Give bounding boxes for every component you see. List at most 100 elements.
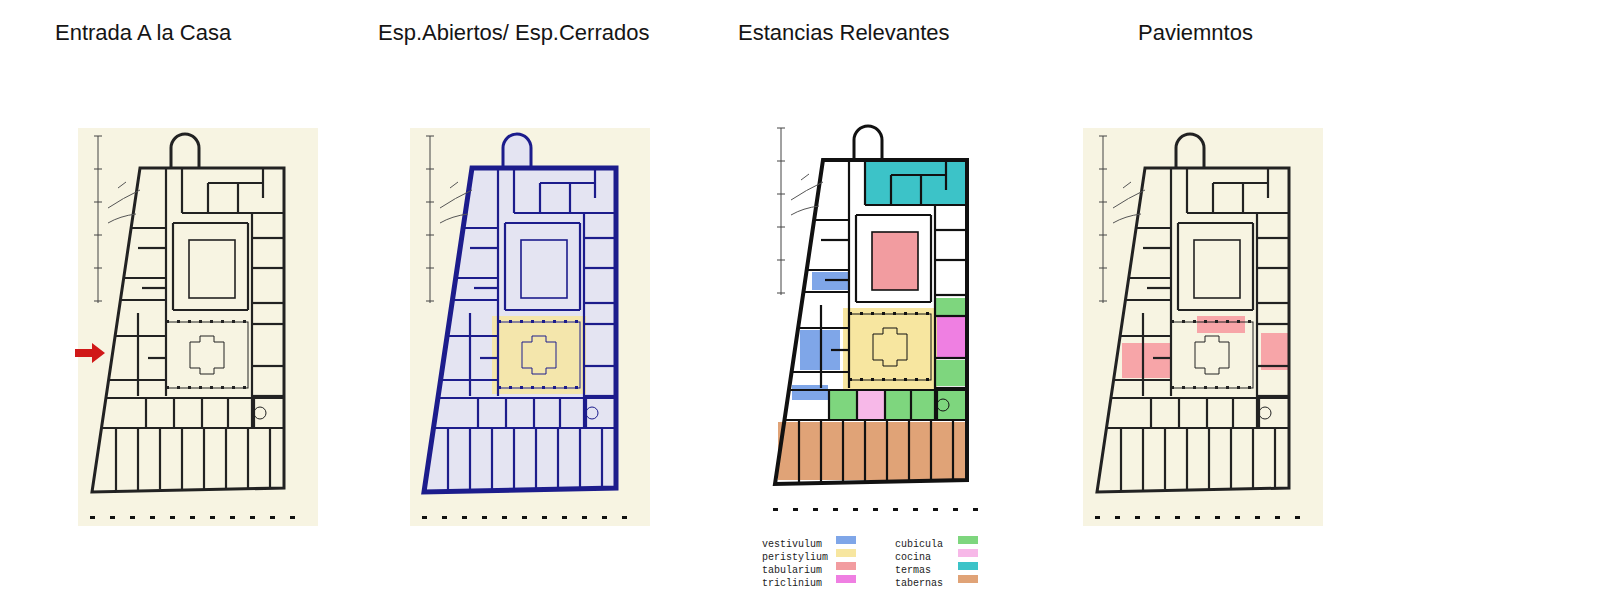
inner-wall	[252, 323, 284, 325]
inner-wall	[203, 428, 205, 489]
plan-paper	[1083, 128, 1323, 526]
inner-wall	[1206, 398, 1208, 428]
fountain	[190, 336, 224, 374]
inner-wall	[930, 420, 932, 480]
scale-tick	[777, 161, 785, 162]
inner-wall	[798, 420, 800, 482]
column	[1248, 320, 1251, 323]
column	[166, 386, 169, 389]
inner-wall	[208, 182, 263, 184]
inner-wall	[584, 302, 616, 304]
panel-title: Paviemntos	[1138, 20, 1253, 46]
column	[199, 320, 202, 323]
inner-wall	[864, 420, 866, 481]
inner-wall	[601, 428, 603, 488]
fountain	[873, 328, 907, 366]
apse-floor	[171, 134, 199, 168]
legend-swatch	[836, 549, 856, 557]
inner-wall	[505, 398, 507, 428]
inner-wall	[535, 428, 537, 489]
dash-mark	[1175, 516, 1180, 519]
site-lines	[440, 182, 472, 223]
dash-mark	[773, 508, 778, 511]
inner-wall	[842, 420, 844, 481]
inner-wall	[1252, 428, 1254, 488]
column	[188, 386, 191, 389]
inner-wall	[172, 223, 174, 310]
inner-wall	[469, 313, 471, 396]
column	[926, 378, 929, 381]
room-fill	[778, 422, 967, 480]
room-fill	[937, 317, 965, 358]
legend-text: tabularium	[762, 565, 822, 576]
legend-text: cubicula	[895, 539, 943, 550]
column	[1171, 386, 1174, 389]
inner-wall	[1257, 323, 1289, 325]
legend-swatch	[836, 536, 856, 544]
legend-text: termas	[895, 565, 931, 576]
dash-mark	[482, 516, 487, 519]
outer-wall	[92, 168, 284, 492]
dash-mark	[873, 508, 878, 511]
scale-tick	[1099, 136, 1107, 137]
well	[586, 407, 598, 419]
inner-wall	[1208, 428, 1210, 489]
inner-wall	[886, 420, 888, 481]
inner-wall	[115, 428, 117, 490]
column	[221, 386, 224, 389]
scale-tick	[94, 301, 102, 302]
dash-mark	[250, 516, 255, 519]
inner-wall	[513, 168, 515, 213]
room-fill	[812, 272, 850, 290]
inner-wall	[201, 398, 203, 428]
legend-swatch	[958, 575, 978, 583]
inner-wall	[514, 212, 616, 214]
inner-wall	[908, 420, 910, 481]
column	[1226, 320, 1229, 323]
inner-wall	[1177, 223, 1179, 310]
inner-wall	[1242, 183, 1244, 213]
column	[166, 320, 169, 323]
inner-wall	[855, 215, 857, 302]
column	[915, 312, 918, 315]
room-fill	[935, 298, 965, 315]
panel-title: Entrada A la Casa	[55, 20, 231, 46]
inner-wall	[803, 291, 849, 293]
column	[243, 386, 246, 389]
inner-wall	[1153, 357, 1171, 359]
dash-mark	[602, 516, 607, 519]
inner-wall	[935, 259, 967, 261]
column	[564, 320, 567, 323]
legend-row: tabularium	[762, 559, 822, 572]
room-fill	[865, 160, 967, 205]
inner-wall	[269, 428, 271, 488]
outer-wall	[775, 160, 967, 484]
inner-wall	[920, 175, 922, 205]
column	[904, 378, 907, 381]
column	[849, 378, 852, 381]
inner-wall	[433, 427, 616, 429]
inner-wall	[1252, 223, 1254, 310]
inner-wall	[1257, 237, 1289, 239]
legend-text: tabernas	[895, 578, 943, 589]
column	[849, 312, 852, 315]
floor-plan	[78, 128, 318, 526]
dash-mark	[1155, 516, 1160, 519]
dash-mark	[893, 508, 898, 511]
column	[1182, 320, 1185, 323]
dash-mark	[1095, 516, 1100, 519]
inner-wall	[252, 237, 284, 239]
colonnade	[1171, 322, 1253, 388]
inner-wall	[1187, 212, 1289, 214]
dash-mark	[290, 516, 295, 519]
inner-wall	[131, 227, 166, 229]
inner-wall	[148, 357, 166, 359]
scale-tick	[94, 169, 102, 170]
room-fill	[872, 232, 918, 290]
inner-wall	[1143, 247, 1171, 249]
building-floor	[775, 160, 967, 484]
inner-wall	[1150, 398, 1152, 428]
dash-mark	[622, 516, 627, 519]
column	[926, 312, 929, 315]
